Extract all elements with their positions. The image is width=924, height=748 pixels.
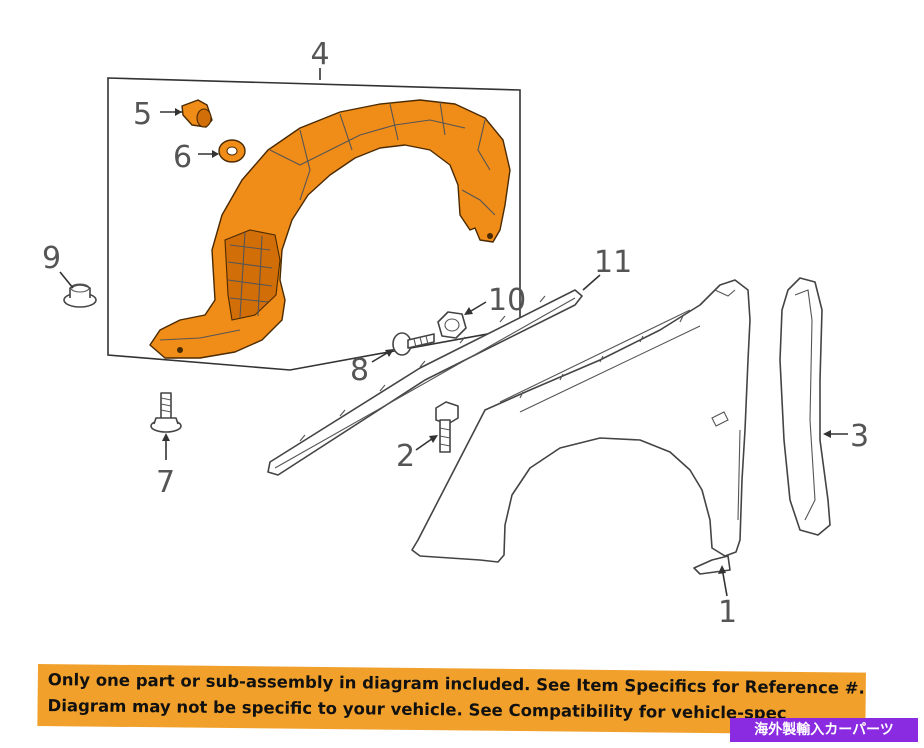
parts-diagram: 4 5 6 9 7 8 10 11 2 3 1 [42, 37, 869, 630]
seller-stamp: 海外製輸入カーパーツ [730, 718, 918, 742]
callout-7: 7 [156, 465, 175, 500]
nut-part-10 [437, 311, 467, 339]
callout-2: 2 [396, 439, 415, 474]
callout-5: 5 [133, 97, 152, 132]
arrowhead-7 [162, 433, 170, 441]
arrowhead-1 [718, 565, 726, 574]
insulator-part-3 [779, 277, 831, 536]
disclaimer-line-1: Only one part or sub-assembly in diagram… [47, 670, 865, 698]
leader-11 [582, 274, 601, 291]
bolt-part-7 [150, 392, 182, 433]
grommet-part-6 [218, 139, 246, 163]
disclaimer-line-2: Diagram may not be specific to your vehi… [47, 696, 787, 723]
callout-10: 10 [488, 283, 526, 318]
nut-part-9 [63, 283, 97, 308]
callout-3: 3 [850, 419, 869, 454]
clip-part-5 [181, 99, 213, 128]
callout-11: 11 [594, 245, 632, 280]
callout-9: 9 [42, 241, 61, 276]
callout-6: 6 [173, 140, 192, 175]
screw-part-8 [392, 332, 435, 356]
arrowhead-10 [464, 307, 473, 315]
moulding-strip-part-11 [267, 289, 583, 476]
callout-8: 8 [350, 353, 369, 388]
arrowhead-3 [823, 430, 831, 438]
arrowhead-8 [385, 349, 394, 357]
arrowhead-5 [175, 108, 182, 116]
callout-4: 4 [310, 37, 329, 72]
arrowhead-2 [429, 435, 438, 443]
arrowhead-6 [212, 150, 219, 158]
leader-9 [59, 271, 74, 289]
fender-liner-part-4 [149, 99, 511, 359]
callout-1: 1 [718, 595, 737, 630]
bolt-part-2 [435, 401, 459, 453]
fender-part-1 [411, 279, 751, 575]
